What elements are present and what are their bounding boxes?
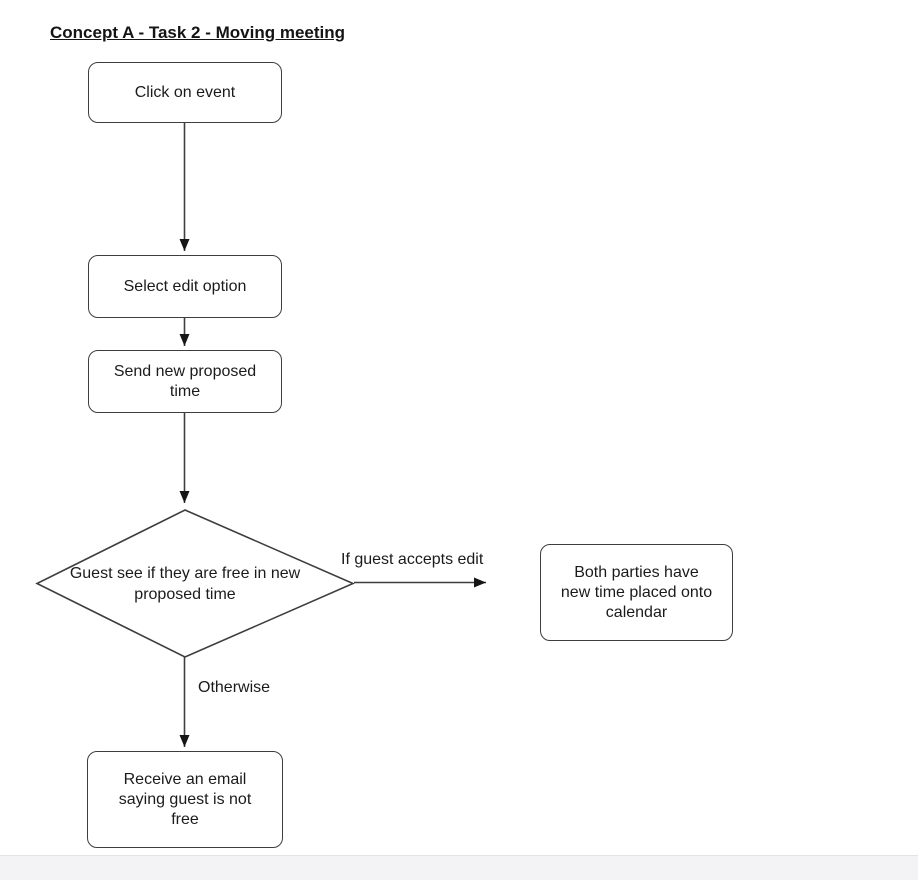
- flow-node-new-time-on-calendar: Both parties have new time placed onto c…: [540, 544, 733, 641]
- flow-node-decision-guest-free: Guest see if they are free in new propos…: [35, 555, 335, 613]
- flow-node-select-edit-option: Select edit option: [88, 255, 282, 318]
- edge-label-otherwise: Otherwise: [198, 679, 271, 696]
- edge-label-if-guest-accepts-edit: If guest accepts edit: [341, 551, 484, 568]
- flow-node-label: Click on event: [134, 83, 236, 101]
- flow-node-label: Send new proposed time: [113, 362, 257, 400]
- flow-node-label: Receive an email saying guest is not fre…: [118, 770, 252, 828]
- diagram-title: Concept A - Task 2 - Moving meeting: [50, 23, 346, 42]
- flow-node-label: Select edit option: [123, 277, 247, 295]
- flow-node-receive-email-not-free: Receive an email saying guest is not fre…: [87, 751, 283, 848]
- flow-node-click-on-event: Click on event: [88, 62, 282, 123]
- flow-node-label: Guest see if they are free in new propos…: [69, 565, 301, 603]
- flow-node-label: Both parties have new time placed onto c…: [560, 563, 713, 621]
- page-bottom-edge: [0, 855, 918, 880]
- flow-node-send-new-proposed-time: Send new proposed time: [88, 350, 282, 413]
